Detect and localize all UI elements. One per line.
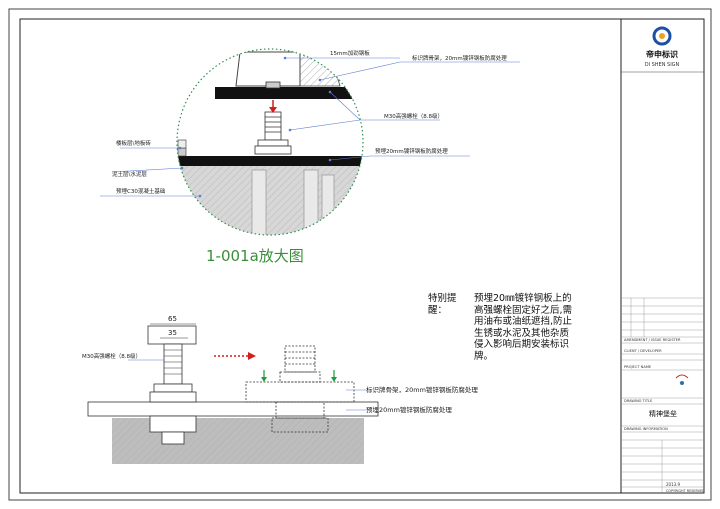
elevation-view: 65 35 M30高强螺栓（8.8级） 标识牌骨架，20mm镀锌钢板防腐处理 预… (82, 315, 478, 464)
drawing-title: 精神堡垒 (649, 409, 677, 418)
title-block: 帝申标识 DI SHEN SIGN (620, 19, 705, 493)
brand-logo-icon (652, 26, 672, 46)
drawing-title-label: DRAWING TITLE (624, 399, 653, 403)
callout-bolt: M30高强螺栓（8.8级） (384, 112, 443, 120)
copyright: COPYRIGHT RESERVED (666, 489, 705, 493)
callout-tile: 楼板层\地板砖 (116, 139, 151, 147)
elevation-embed-label: 预埋20mm镀锌钢板防腐处理 (366, 405, 452, 414)
outer-border (8, 8, 712, 501)
amendment-label: AMENDMENT / ISSUE REGISTER (624, 338, 681, 342)
callout-mortar: 泥土层\水泥层 (112, 170, 147, 178)
embed-plate (177, 156, 363, 166)
note-title: 特别提醒： (428, 293, 457, 316)
frame-plate (215, 87, 358, 99)
client-label: CLIENT / DEVELOPER (624, 349, 662, 353)
project-label: PROJECT NAME (624, 365, 652, 369)
inner-border (19, 18, 705, 494)
dim-65: 65 (168, 315, 177, 323)
special-note: 特别提醒： 预埋20㎜镀锌钢板上的高强螺栓固定好之后,需用油布或油纸遮挡,防止生… (428, 293, 578, 362)
drawing-info-label: DRAWING INFORMATION (624, 427, 668, 431)
brand-cn: 帝申标识 (646, 49, 678, 59)
red-arrow (269, 107, 277, 113)
bolt (264, 111, 282, 141)
callout-embed-plate: 预埋20mm镀锌钢板防腐处理 (375, 147, 448, 155)
callout-plate-15: 15mm加劲钢板 (330, 49, 370, 57)
date: 2013.9 (666, 482, 680, 487)
base-plate (87, 401, 379, 417)
elevation-frame-label: 标识牌骨架，20mm镀锌钢板防腐处理 (366, 385, 478, 394)
callout-frame-top: 标识牌骨架，20mm镀锌钢板防腐处理 (412, 54, 507, 62)
green-arrow-left (261, 377, 267, 382)
elevation-bolt-label: M30高强螺栓（8.8级） (82, 352, 141, 360)
note-body: 预埋20㎜镀锌钢板上的高强螺栓固定好之后,需用油布或油纸遮挡,防止生锈或水泥及其… (474, 293, 573, 362)
callout-concrete: 预埋C30混凝土基础 (116, 187, 166, 195)
brand-en: DI SHEN SIGN (645, 62, 680, 68)
detail-circle (176, 48, 364, 236)
detail-caption: 1-001a放大图 (206, 247, 304, 265)
elevation-red-arrow (248, 352, 256, 360)
dim-35: 35 (168, 329, 177, 337)
project-logo-icon (675, 374, 689, 379)
green-arrow-right (331, 377, 337, 382)
